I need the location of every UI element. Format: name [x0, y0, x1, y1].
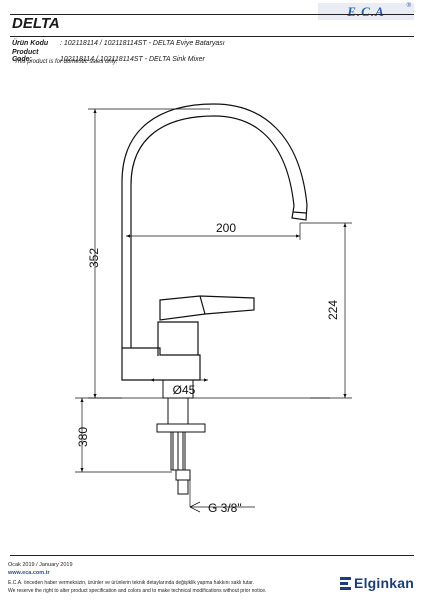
- urun-kodu-label: Ürün Kodu: [12, 40, 49, 47]
- domestic-note: *This product is for domestic sales only…: [12, 59, 118, 65]
- urun-kodu-row: Ürün Kodu : 102118114 / 102118114ST - DEL…: [12, 40, 225, 47]
- product-code-row: Product Code: 102118114 / 102118114ST - D…: [12, 49, 205, 63]
- counter-and-hoses: [75, 379, 330, 495]
- title-divider: [10, 36, 414, 37]
- product-code-label: Product Code:: [12, 49, 39, 63]
- footer-disclaimer-tr: E.C.A. önceden haber vermeksizin, ürünle…: [8, 580, 254, 586]
- dim-reach: 200: [216, 221, 236, 235]
- faucet-outline: [121, 103, 308, 381]
- elginkan-text: Elginkan: [354, 575, 414, 591]
- dimension-lines: [75, 108, 352, 513]
- product-code-value: 102118114 / 102118114ST - DELTA Sink Mix…: [60, 56, 205, 63]
- footer-website[interactable]: www.eca.com.tr: [8, 570, 50, 576]
- dim-total-height: 352: [87, 248, 101, 268]
- footer-date: Ocak 2019 / January 2019: [8, 562, 73, 568]
- footer-disclaimer-en: We reserve the right to alter product sp…: [8, 588, 267, 594]
- elginkan-mark-icon: [340, 576, 352, 590]
- dim-below-counter: 380: [76, 427, 90, 447]
- product-title: DELTA: [12, 15, 60, 32]
- dim-base-diameter: Ø45: [173, 383, 196, 397]
- eca-logo-text: E.C.A: [347, 4, 385, 19]
- footer-divider: [10, 555, 414, 556]
- top-divider: [10, 14, 414, 15]
- registered-mark: ®: [406, 3, 411, 9]
- eca-logo: E.C.A ®: [318, 3, 414, 20]
- elginkan-logo: Elginkan: [340, 575, 414, 591]
- dim-thread: G 3/8": [208, 501, 242, 515]
- dim-spout-height: 224: [326, 300, 340, 320]
- urun-kodu-value: : 102118114 / 102118114ST - DELTA Eviye …: [60, 40, 225, 47]
